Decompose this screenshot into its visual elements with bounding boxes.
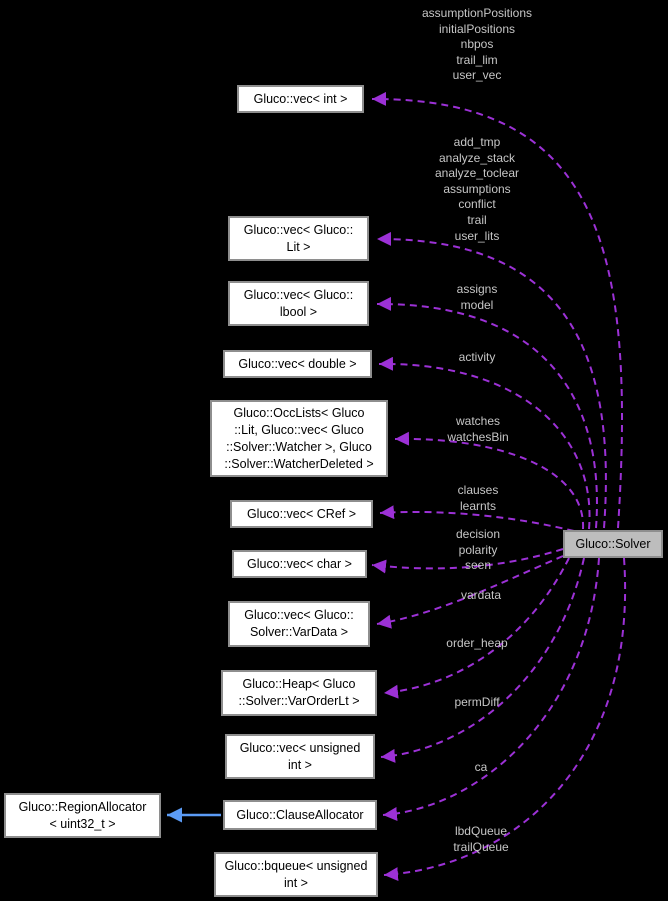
edge-solver-to-vec-char (371, 548, 564, 574)
node-label: Gluco::RegionAllocator (18, 799, 147, 814)
edge-label-bqueue-members: lbdQueue trailQueue (453, 824, 509, 854)
node-label: Gluco::vec< double > (238, 356, 357, 371)
node-vec-lbool[interactable]: Gluco::vec< Gluco:: lbool > (228, 281, 369, 326)
node-label: Gluco::bqueue< unsigned (224, 858, 368, 873)
edge-label-vec-lbool-members: assigns model (456, 282, 498, 312)
edge-solver-to-vec-unsigned-int (380, 557, 585, 763)
node-vec-vardata[interactable]: Gluco::vec< Gluco:: Solver::VarData > (228, 601, 370, 647)
node-heap-varorderlt[interactable]: Gluco::Heap< Gluco ::Solver::VarOrderLt … (221, 670, 377, 716)
node-bqueue-unsigned[interactable]: Gluco::bqueue< unsigned int > (214, 852, 378, 897)
edge-solver-to-clause-allocator (382, 557, 600, 821)
edge-solver-to-vec-int (371, 91, 623, 529)
edge-solver-to-vec-lbool (376, 296, 598, 529)
node-label: int > (284, 875, 308, 890)
node-label: lbool > (279, 304, 318, 319)
node-vec-unsigned-int[interactable]: Gluco::vec< unsigned int > (225, 734, 375, 779)
node-label: ::Lit, Gluco::vec< Gluco (234, 422, 364, 437)
edge-solver-to-heap (383, 557, 570, 699)
edge-solver-to-vec-vardata (376, 555, 564, 629)
node-label: Gluco::vec< char > (247, 556, 352, 571)
node-solver[interactable]: Gluco::Solver (563, 530, 663, 558)
node-label: Gluco::OccLists< Gluco (233, 405, 365, 420)
edge-label-vec-unsigned-members: permDiff (454, 695, 500, 709)
node-label: Gluco::vec< CRef > (246, 506, 357, 521)
node-label: Gluco::vec< Gluco:: (243, 222, 354, 237)
edge-label-occlists-members: watches watchesBin (447, 414, 509, 444)
edge-solver-to-vec-double (378, 356, 591, 530)
edge-label-clause-allocator-members: ca (474, 760, 488, 774)
edge-label-vec-char-members: decision polarity seen (455, 527, 501, 573)
node-label: Gluco::ClauseAllocator (236, 807, 364, 822)
edge-label-vec-double-members: activity (458, 350, 496, 364)
node-label: < uint32_t > (49, 816, 116, 831)
node-label: Gluco::vec< int > (253, 91, 348, 106)
node-vec-double[interactable]: Gluco::vec< double > (223, 350, 372, 378)
node-label: Lit > (286, 239, 311, 254)
edge-label-vec-lit-members: add_tmp analyze_stack analyze_toclear as… (434, 135, 520, 243)
node-label: ::Solver::VarOrderLt > (238, 694, 360, 708)
node-vec-lit[interactable]: Gluco::vec< Gluco:: Lit > (228, 216, 369, 261)
node-label: Gluco::Solver (575, 536, 651, 551)
edge-solver-to-bqueue (383, 557, 627, 882)
node-label: Gluco::vec< Gluco:: (244, 608, 354, 622)
edge-label-vec-cref-members: clauses learnts (457, 483, 499, 513)
node-label: Gluco::vec< Gluco:: (243, 287, 354, 302)
edge-solver-to-vec-lit (376, 231, 607, 529)
node-label: Solver::VarData > (249, 625, 349, 639)
node-label: Gluco::vec< unsigned (239, 740, 361, 755)
edge-label-heap-members: order_heap (446, 636, 508, 650)
node-occlists[interactable]: Gluco::OccLists< Gluco ::Lit, Gluco::vec… (210, 400, 388, 477)
node-clause-allocator[interactable]: Gluco::ClauseAllocator (223, 800, 377, 830)
edge-solver-to-vec-cref (379, 505, 575, 532)
node-label: Gluco::Heap< Gluco (242, 677, 356, 691)
edge-label-vec-vardata-members: vardata (460, 588, 502, 602)
node-vec-char[interactable]: Gluco::vec< char > (232, 550, 367, 578)
node-vec-int[interactable]: Gluco::vec< int > (237, 85, 364, 113)
edge-label-vec-int-members: assumptionPositions initialPositions nbp… (421, 6, 533, 83)
node-label: ::Solver::Watcher >, Gluco (226, 439, 372, 454)
node-region-allocator[interactable]: Gluco::RegionAllocator < uint32_t > (4, 793, 161, 838)
node-label: ::Solver::WatcherDeleted > (224, 456, 374, 471)
node-label: int > (288, 757, 312, 772)
node-vec-cref[interactable]: Gluco::vec< CRef > (230, 500, 373, 528)
